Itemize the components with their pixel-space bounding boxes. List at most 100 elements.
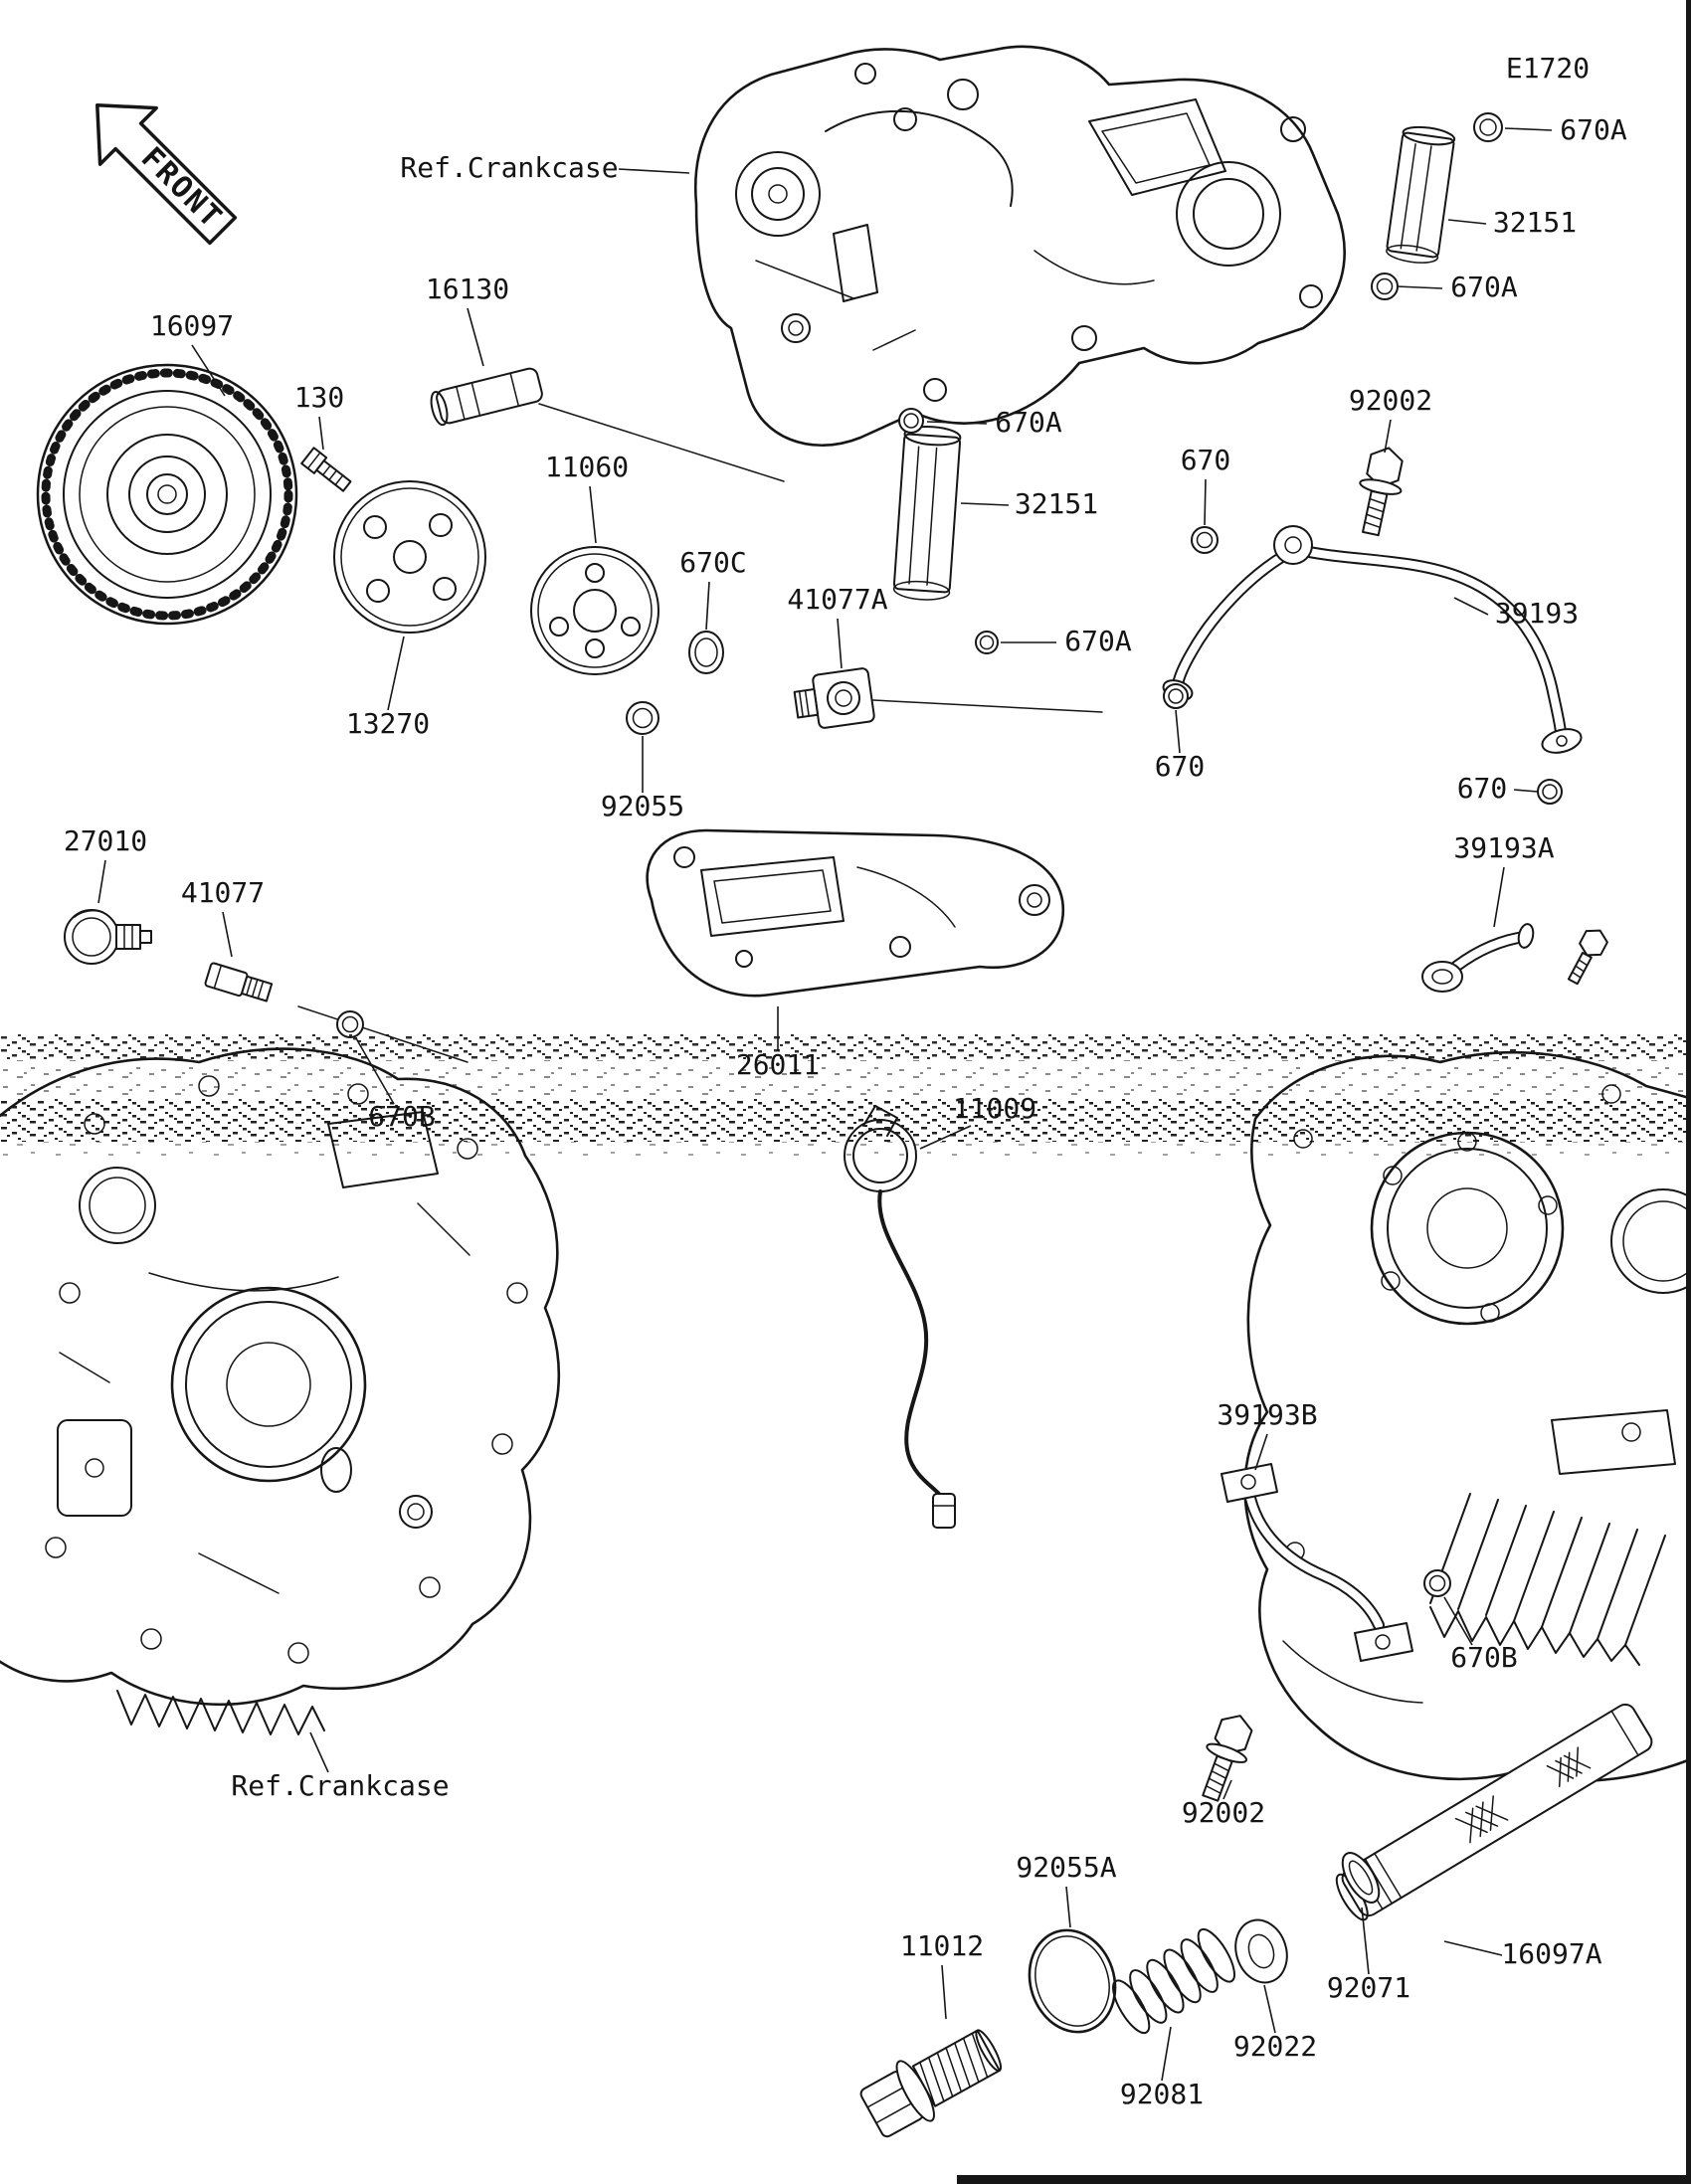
leader-41077: [222, 911, 233, 958]
page-border: [957, 0, 1691, 2184]
leader-ref-crankcase-top: [618, 168, 690, 174]
part-label-670-2: 670: [1155, 750, 1206, 783]
leader-11009: [919, 1125, 972, 1150]
part-label-11012: 11012: [900, 1929, 984, 1962]
part-label-16097a: 16097A: [1501, 1937, 1601, 1970]
part-label-ref-crankcase-bottom: Ref.Crankcase: [231, 1769, 449, 1802]
o-ring-670a-2-drawing: [1371, 273, 1399, 300]
o-ring-670b-1-drawing: [336, 1010, 364, 1038]
leader-670-3: [1513, 789, 1539, 793]
bolt-130-drawing: [300, 447, 352, 492]
part-label-39193a: 39193A: [1453, 831, 1554, 864]
grommet-92071-drawing: [1341, 1852, 1381, 1904]
spring-92081-drawing: [1112, 1927, 1235, 2035]
part-label-670-3: 670: [1457, 772, 1508, 805]
leader-11012: [941, 1964, 947, 2020]
part-label-92022: 92022: [1233, 2030, 1317, 2063]
leader-32151-1: [1447, 219, 1487, 225]
part-label-130: 130: [294, 381, 345, 414]
plate-13270-drawing: [333, 480, 486, 634]
part-label-11060: 11060: [545, 451, 629, 483]
leader-92081: [1161, 2026, 1172, 2082]
bolt-92002-bottom-drawing: [1202, 1715, 1253, 1802]
part-label-e1720: E1720: [1506, 52, 1590, 85]
part-label-13270: 13270: [346, 707, 430, 740]
leader-92002-2: [1222, 1779, 1232, 1800]
part-label-27010: 27010: [64, 824, 147, 857]
leader-130: [318, 416, 324, 451]
part-label-39193b: 39193B: [1217, 1398, 1317, 1431]
part-label-670a-2: 670A: [1450, 271, 1518, 303]
scan-noise-band: [0, 1034, 1691, 1156]
oil-pipe-39193a-drawing: [1421, 923, 1535, 993]
part-label-39193: 39193: [1495, 597, 1579, 630]
o-ring-92055-drawing: [626, 701, 659, 735]
leader-13270: [387, 636, 405, 711]
o-ring-670c-drawing: [688, 631, 724, 674]
part-label-670b-1: 670B: [368, 1100, 435, 1133]
part-label-41077a: 41077A: [787, 583, 887, 616]
part-label-92055a: 92055A: [1016, 1851, 1116, 1884]
bolt-92002-top-drawing: [1359, 447, 1404, 537]
oil-pipe-39193-drawing: [1162, 525, 1583, 754]
part-label-670c: 670C: [679, 546, 746, 579]
leader-ref-crankcase-bottom: [309, 1731, 329, 1773]
leader-670a-1: [1504, 127, 1553, 131]
part-label-670a-3: 670A: [995, 406, 1062, 439]
crankcase-top-drawing: [694, 45, 1346, 447]
part-label-26011: 26011: [736, 1048, 820, 1081]
part-label-670a-4: 670A: [1064, 625, 1132, 657]
leader-39193a: [1493, 866, 1505, 928]
union-41077-drawing: [204, 962, 274, 1002]
part-label-11009: 11009: [953, 1092, 1036, 1125]
oil-level-sensor-11009-drawing: [844, 1105, 956, 1529]
leader-92002-1: [1384, 419, 1392, 454]
part-label-16130: 16130: [426, 273, 509, 305]
leader-92071: [1361, 1907, 1370, 1975]
o-ring-670b-2-drawing: [1423, 1569, 1451, 1597]
leader-11060: [589, 485, 597, 544]
oil-pipe-39193b-drawing: [1221, 1463, 1413, 1662]
o-ring-670a-1-drawing: [1473, 112, 1503, 142]
leader-670a-3: [926, 421, 988, 425]
leader-92022: [1263, 1984, 1276, 2034]
part-label-670b-2: 670B: [1450, 1641, 1517, 1674]
part-label-92002-2: 92002: [1182, 1796, 1265, 1829]
leader-670-2: [1175, 709, 1181, 754]
leader-92055a: [1065, 1886, 1071, 1928]
gasket-11060-drawing: [530, 546, 659, 675]
front-arrow-icon: [95, 103, 238, 246]
leader-32151-2: [960, 502, 1010, 506]
oil-filter-16097-drawing: [36, 363, 298, 626]
part-label-92002-1: 92002: [1349, 384, 1432, 417]
o-ring-670a-3-drawing: [898, 408, 924, 434]
washer-670-3-drawing: [1537, 779, 1563, 805]
part-label-670a-1: 670A: [1560, 113, 1627, 146]
part-label-670-1: 670: [1181, 444, 1231, 476]
leader-27010: [97, 859, 106, 904]
plug-41077a-drawing: [793, 667, 875, 729]
leader-670c: [705, 581, 710, 631]
washer-670-1-drawing: [1191, 526, 1219, 554]
washer-92022-drawing: [1234, 1918, 1288, 1984]
o-ring-670a-4-drawing: [975, 631, 999, 654]
part-label-32151-1: 32151: [1493, 206, 1577, 239]
oil-pressure-switch-27010-drawing: [64, 909, 152, 965]
bolt-near-39193a-drawing: [1567, 929, 1608, 986]
washer-670-2-drawing: [1163, 683, 1189, 709]
part-label-92055: 92055: [601, 790, 684, 822]
part-label-16097: 16097: [150, 309, 234, 342]
leader-670b-2: [1443, 1596, 1473, 1646]
part-label-92081: 92081: [1120, 2078, 1204, 2110]
leader-670-1: [1204, 478, 1207, 526]
part-label-41077: 41077: [181, 876, 265, 909]
part-label-92071: 92071: [1327, 1971, 1410, 2004]
leader-16130: [467, 307, 484, 367]
drain-plug-11012-drawing: [859, 2029, 1003, 2138]
tube-32151-top-drawing: [1386, 125, 1456, 264]
assembly-line-41077a: [872, 699, 1103, 713]
oil-strainer-16097a-drawing: [1335, 1703, 1653, 1921]
